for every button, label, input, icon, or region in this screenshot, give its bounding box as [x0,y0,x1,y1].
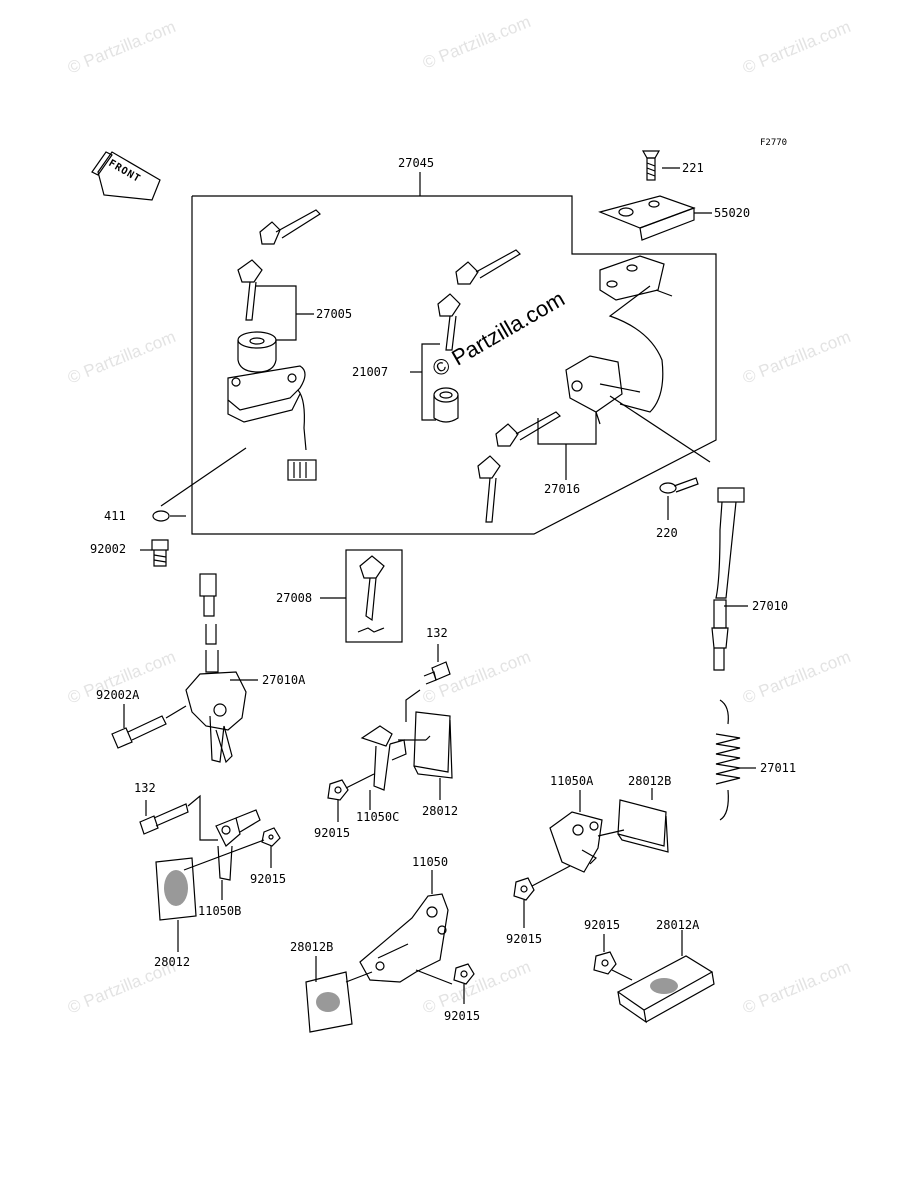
key-icon [477,455,501,523]
cable-icon [599,255,673,413]
part-label-92015[interactable]: 92015 [444,1009,481,1023]
ignition-switch-icon [227,331,317,481]
key-icon [495,411,561,447]
key-icon [455,249,521,285]
key-icon [437,293,461,351]
part-label-27008[interactable]: 27008 [276,591,313,605]
part-label-11050[interactable]: 11050 [412,855,449,869]
screw-220-icon [659,477,699,494]
bracket-55020-icon [598,195,696,241]
part-label-27011[interactable]: 27011 [760,761,797,775]
part-label-27010[interactable]: 27010 [752,599,789,613]
part-label-11050a[interactable]: 11050A [550,774,594,788]
part-label-132[interactable]: 132 [426,626,448,640]
sensor-27010-icon [711,487,745,671]
part-label-92015[interactable]: 92015 [314,826,351,840]
part-label-132[interactable]: 132 [134,781,156,795]
part-label-11050c[interactable]: 11050C [356,810,400,824]
nut-92015-icon [327,779,349,801]
pad-28012-icon [413,711,453,779]
bracket-11050b-icon [215,809,261,881]
switch-27010a-icon [185,573,247,764]
part-label-27010a[interactable]: 27010A [262,673,306,687]
lock-cylinder-icon [433,387,459,423]
part-label-11050b[interactable]: 11050B [198,904,242,918]
seat-lock-icon [565,355,641,425]
washer-411-icon [152,510,170,522]
part-label-92002[interactable]: 92002 [90,542,127,556]
pad-28012a-icon [616,955,715,1024]
bracket-11050-icon [359,893,449,983]
part-label-27016[interactable]: 27016 [544,482,581,496]
part-label-55020[interactable]: 55020 [714,206,751,220]
bolt-92002a-icon [111,715,167,749]
pad-28012-icon [155,857,197,921]
part-label-28012b[interactable]: 28012B [628,774,672,788]
part-label-220[interactable]: 220 [656,526,678,540]
bolt-132-icon [139,803,189,835]
part-label-27045[interactable]: 27045 [398,156,435,170]
nut-92015-icon [261,827,281,847]
part-label-411[interactable]: 411 [104,509,126,523]
front-arrow-icon [91,151,161,201]
part-label-28012b[interactable]: 28012B [290,940,334,954]
bolt-92002-icon [151,539,169,567]
key-icon [259,209,321,245]
nut-92015-icon [593,951,617,975]
diagram-code: F2770 [760,138,788,148]
spring-27011-icon [715,699,741,821]
bolt-132-icon [423,661,451,685]
part-label-92002a[interactable]: 92002A [96,688,140,702]
part-label-28012[interactable]: 28012 [422,804,459,818]
part-label-221[interactable]: 221 [682,161,704,175]
screw-221-icon [641,150,661,181]
part-label-27005[interactable]: 27005 [316,307,353,321]
part-label-21007[interactable]: 21007 [352,365,389,379]
kit-outline [191,195,717,535]
part-label-28012a[interactable]: 28012A [656,918,700,932]
key-icon [237,259,263,321]
part-label-28012[interactable]: 28012 [154,955,191,969]
part-label-92015[interactable]: 92015 [506,932,543,946]
key-tag-icon [345,549,403,643]
bracket-11050a-icon [549,811,603,873]
bracket-11050c-icon [360,725,407,791]
part-label-92015[interactable]: 92015 [250,872,287,886]
nut-92015-icon [513,877,535,901]
part-label-92015[interactable]: 92015 [584,918,621,932]
pad-28012b-icon [617,799,669,853]
nut-92015-icon [453,963,475,985]
pad-28012b-icon [305,971,353,1033]
